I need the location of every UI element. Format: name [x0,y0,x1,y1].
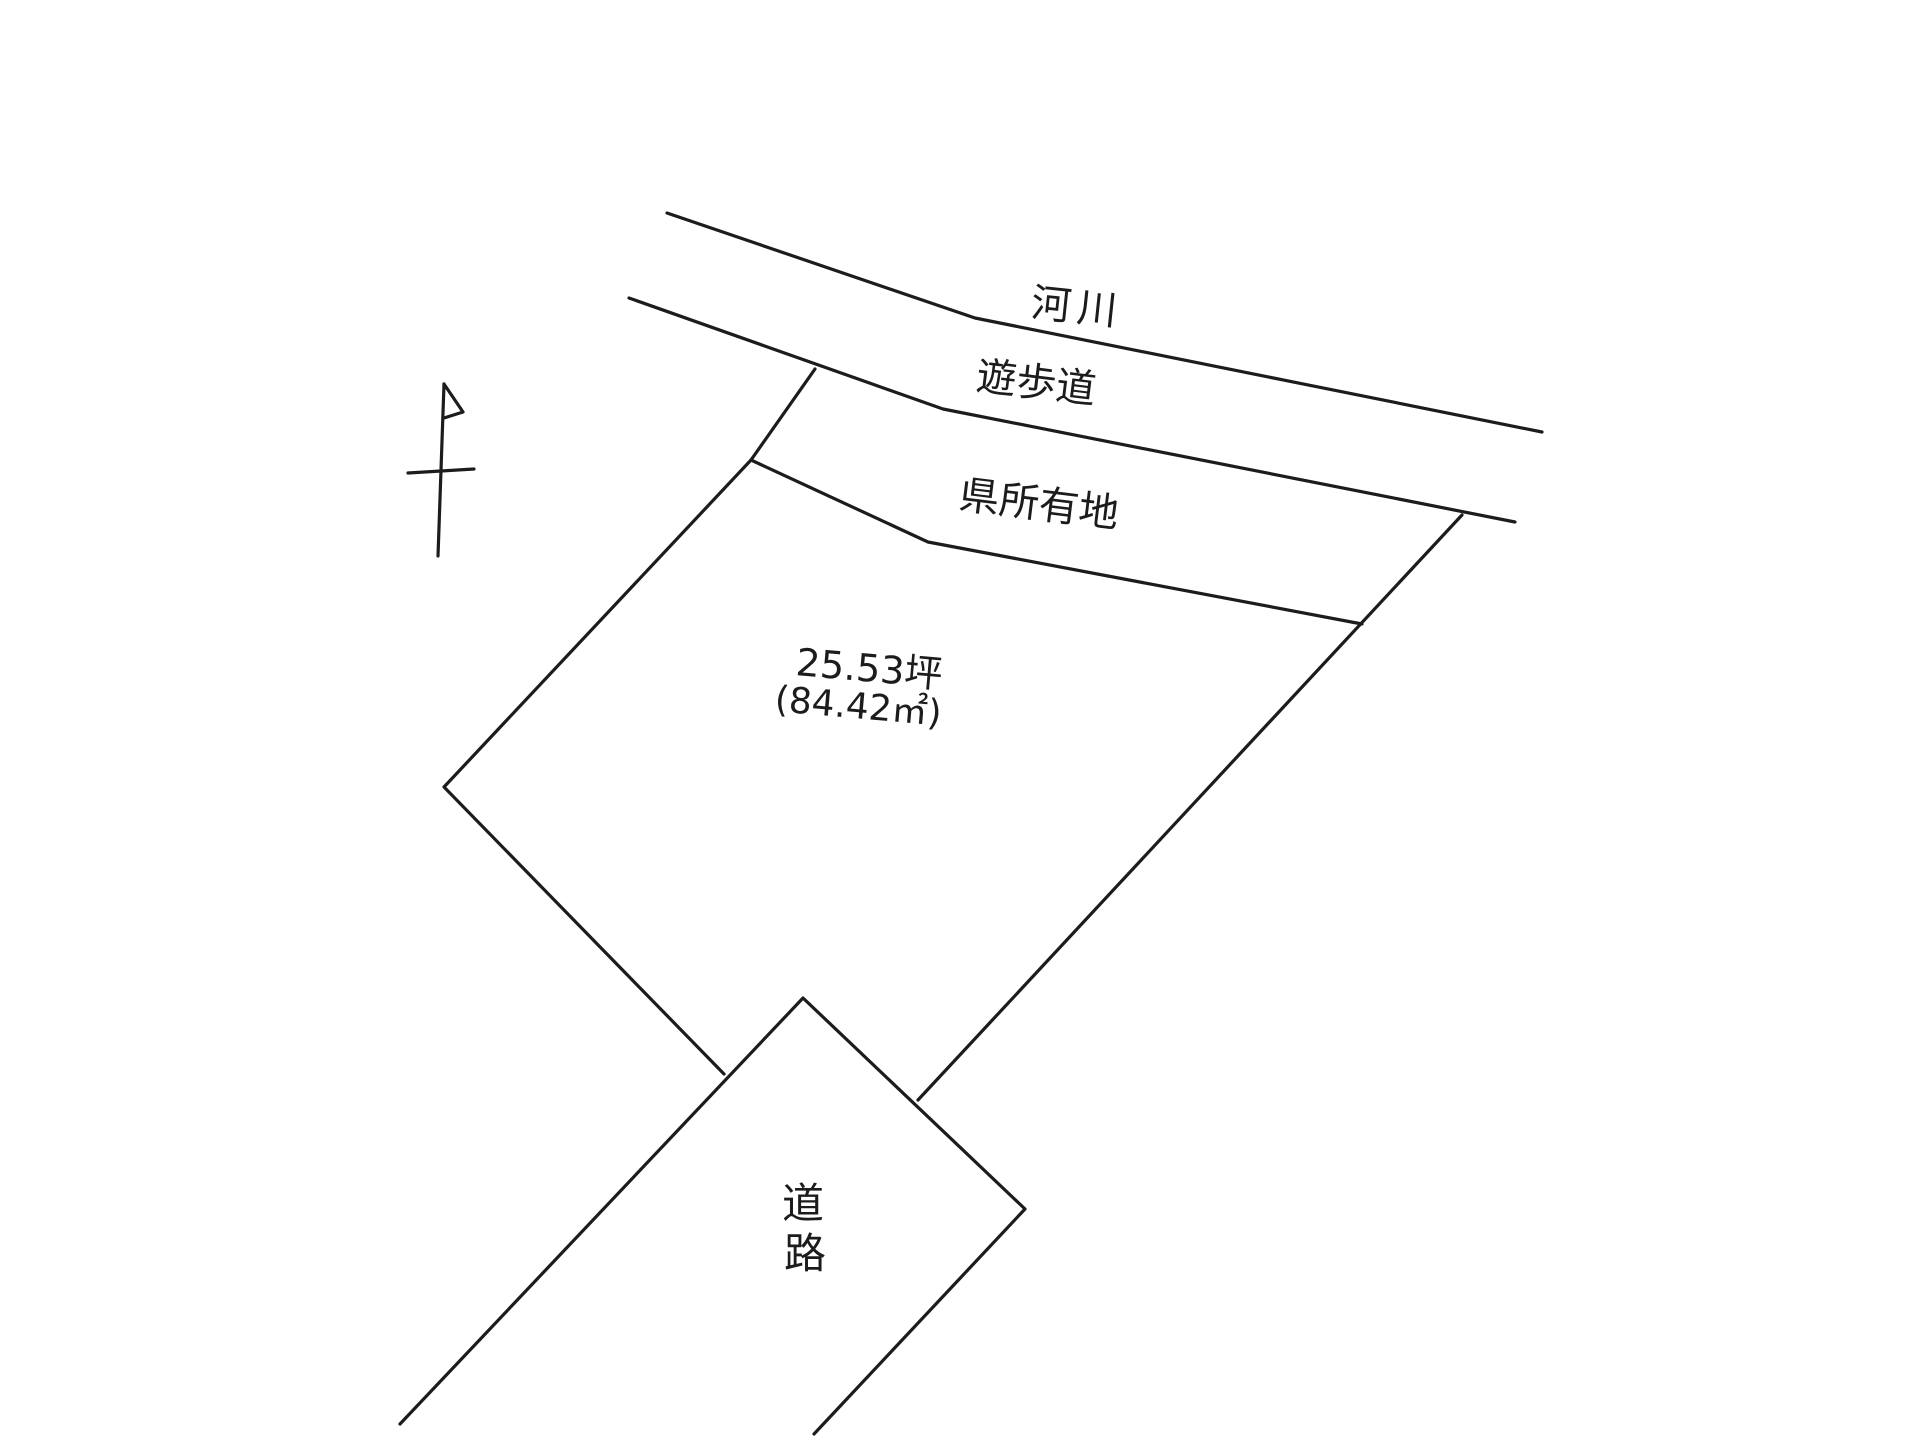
lot-left-boundary [442,458,753,1076]
lot-upper-boundary [749,458,1364,626]
prefectural-land-left-edge [749,367,817,462]
north-arrow-icon [406,382,476,558]
river-upper-line [665,211,1544,434]
road-label-char-1: 道 [782,1179,824,1228]
prefectural-land-label: 県所有地 [957,472,1121,537]
lot-right-boundary [916,513,1464,1102]
promenade-label: 遊歩道 [974,353,1099,413]
road-outline [398,996,1027,1436]
promenade-upper-line [627,296,1517,524]
river-label: 河川 [1029,280,1125,335]
road-label-char-2: 路 [784,1229,826,1278]
